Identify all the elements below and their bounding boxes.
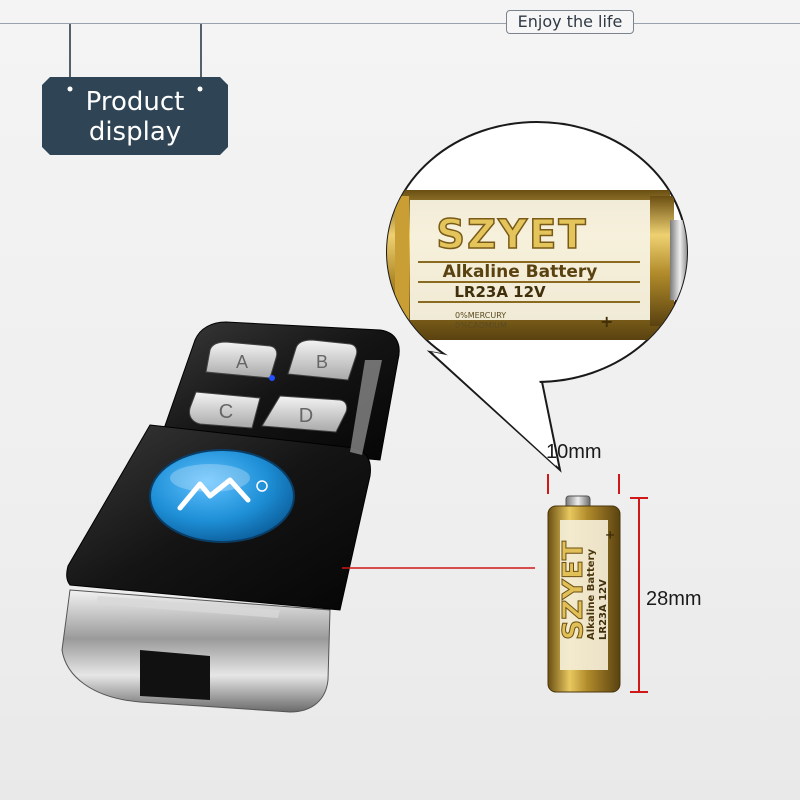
remote-button-d: D [261, 395, 348, 433]
zoom-type: Alkaline Battery [443, 262, 598, 282]
remote-control: A B C D [61, 321, 400, 713]
sign-plate [42, 77, 228, 155]
button-label-c: C [219, 401, 233, 423]
zoom-bubble: SZYET Alkaline Battery LR23A 12V 0%MERCU… [386, 121, 688, 473]
battery-model: LR23A 12V [598, 579, 609, 640]
button-label-b: B [316, 352, 328, 372]
remote-logo [149, 449, 295, 543]
zoom-model: LR23A 12V [454, 283, 546, 301]
sign-title: Product display [42, 87, 228, 147]
button-label-a: A [236, 352, 248, 372]
sign-hanger-left [69, 24, 71, 80]
zoom-brand: SZYET [436, 212, 587, 258]
slogan-tag: Enjoy the life [506, 10, 634, 34]
zoom-fine-print-2: 0%CADMIUM [455, 321, 507, 330]
zoom-polarity: + [600, 312, 613, 331]
battery-brand: SZYET [556, 541, 589, 640]
top-divider-line [0, 23, 800, 24]
width-label: 10mm [546, 441, 602, 463]
zoom-fine-print-1: 0%MERCURY [455, 311, 506, 320]
battery-type: Alkaline Battery [586, 549, 597, 640]
battery-small: SZYET Alkaline Battery LR23A 12V + [547, 495, 621, 693]
battery-polarity: + [603, 530, 617, 540]
button-label-d: D [299, 405, 313, 427]
sign-hanger-right [200, 24, 202, 80]
sign-line-1: Product [85, 87, 185, 117]
height-label: 28mm [646, 588, 702, 610]
remote-button-c: C [189, 391, 261, 429]
product-display-sign: Product display [42, 77, 228, 155]
led-indicator [269, 375, 275, 381]
remote-button-b: B [287, 339, 358, 381]
remote-button-a: A [205, 341, 278, 379]
height-dimension [630, 497, 648, 693]
sign-line-2: display [88, 117, 182, 147]
width-dimension [547, 474, 620, 494]
